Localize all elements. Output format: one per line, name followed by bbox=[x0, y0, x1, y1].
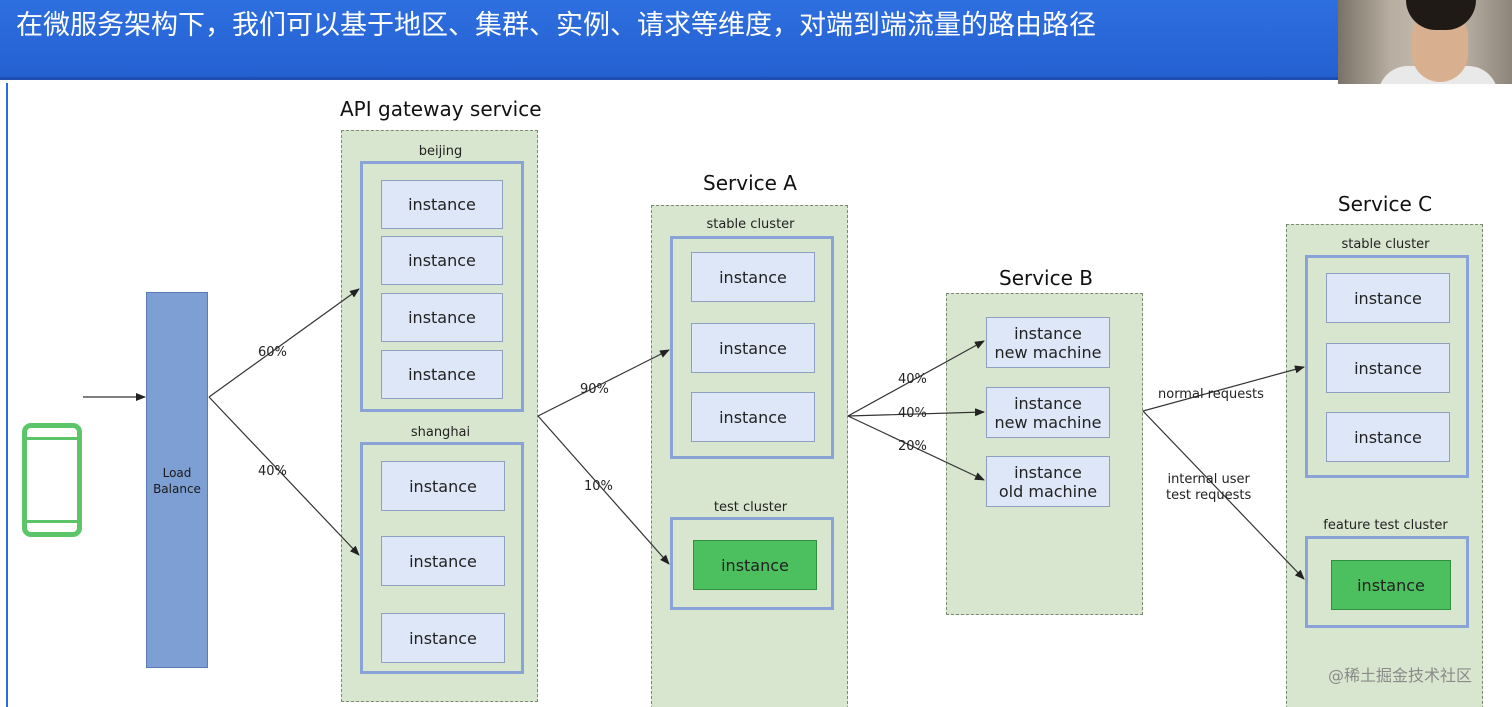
cluster-title-beijing: beijing bbox=[418, 144, 463, 159]
instance-new-machine: instance new machine bbox=[986, 317, 1110, 368]
instance-box: instance bbox=[381, 613, 505, 663]
cluster-title-stable-c: stable cluster bbox=[1341, 237, 1430, 252]
instance-old-machine: instance old machine bbox=[986, 456, 1110, 507]
slide-title: 在微服务架构下，我们可以基于地区、集群、实例、请求等维度，对端到端流量的路由路径 bbox=[16, 10, 1096, 41]
instance-box: instance bbox=[381, 350, 503, 399]
cluster-title-feature-test: feature test cluster bbox=[1323, 518, 1448, 533]
routing-arrows bbox=[83, 288, 1305, 580]
arrow-b-to-c-normal bbox=[1142, 365, 1305, 412]
instance-box: instance bbox=[691, 323, 815, 373]
edge-label-a-b3: 20% bbox=[898, 439, 927, 454]
presenter-webcam bbox=[1338, 0, 1512, 84]
instance-box: instance bbox=[381, 461, 505, 511]
arrow-a-to-b3 bbox=[847, 415, 985, 481]
test-instance-box: instance bbox=[1331, 560, 1451, 610]
arrow-lb-to-shanghai bbox=[208, 396, 360, 556]
slide-header: 在微服务架构下，我们可以基于地区、集群、实例、请求等维度，对端到端流量的路由路径 bbox=[0, 0, 1512, 80]
arrow-lb-to-beijing bbox=[208, 288, 360, 398]
instance-box: instance bbox=[381, 180, 503, 229]
instance-box: instance bbox=[1326, 343, 1450, 393]
arrow-gw-to-test bbox=[537, 415, 670, 565]
cluster-shanghai: instance instance instance bbox=[360, 442, 524, 674]
service-c: stable cluster instance instance instanc… bbox=[1286, 224, 1483, 707]
instance-box: instance bbox=[1326, 273, 1450, 323]
cluster-title-stable: stable cluster bbox=[706, 217, 795, 232]
cluster-beijing: instance instance instance instance bbox=[360, 161, 524, 412]
arrow-b-to-c-test bbox=[1142, 410, 1305, 580]
service-c-title: Service C bbox=[1337, 192, 1433, 216]
gateway-title: API gateway service bbox=[340, 97, 542, 121]
cluster-title-test: test cluster bbox=[713, 500, 788, 515]
edge-label-a-b1: 40% bbox=[898, 372, 927, 387]
instance-box: instance bbox=[381, 293, 503, 342]
instance-box: instance bbox=[381, 536, 505, 586]
diagram-canvas: Load Balance API gateway service beijing… bbox=[0, 83, 1512, 707]
edge-label-gw-test: 10% bbox=[584, 479, 613, 494]
arrow-a-to-b2 bbox=[847, 408, 985, 417]
watermark: @稀土掘金技术社区 bbox=[1328, 666, 1473, 685]
gateway-service: beijing instance instance instance insta… bbox=[341, 130, 538, 702]
cluster-stable-c: instance instance instance bbox=[1305, 255, 1469, 478]
cluster-stable: instance instance instance bbox=[670, 236, 834, 459]
smartphone-icon bbox=[22, 423, 82, 537]
edge-label-test-requests: internal user test requests bbox=[1166, 472, 1252, 503]
edge-label-normal-requests: normal requests bbox=[1158, 387, 1264, 402]
load-balancer-label: Load Balance bbox=[153, 466, 201, 496]
load-balancer: Load Balance bbox=[146, 292, 208, 668]
instance-box: instance bbox=[1326, 412, 1450, 462]
service-a: stable cluster instance instance instanc… bbox=[651, 205, 848, 707]
instance-box: instance bbox=[381, 236, 503, 285]
edge-label-lb-shanghai: 40% bbox=[258, 464, 287, 479]
edge-label-lb-beijing: 60% bbox=[258, 345, 287, 360]
edge-label-a-b2: 40% bbox=[898, 406, 927, 421]
arrow-a-to-b1 bbox=[847, 340, 985, 417]
edge-label-gw-stable: 90% bbox=[580, 382, 609, 397]
cluster-test: instance bbox=[670, 517, 834, 610]
instance-box: instance bbox=[691, 392, 815, 442]
cluster-title-shanghai: shanghai bbox=[410, 425, 471, 440]
arrow-gw-to-stable bbox=[537, 349, 670, 417]
test-instance-box: instance bbox=[693, 540, 817, 590]
cluster-feature-test: instance bbox=[1305, 536, 1469, 628]
instance-new-machine: instance new machine bbox=[986, 387, 1110, 438]
service-a-title: Service A bbox=[703, 171, 797, 195]
service-b-title: Service B bbox=[999, 266, 1093, 290]
instance-box: instance bbox=[691, 252, 815, 302]
